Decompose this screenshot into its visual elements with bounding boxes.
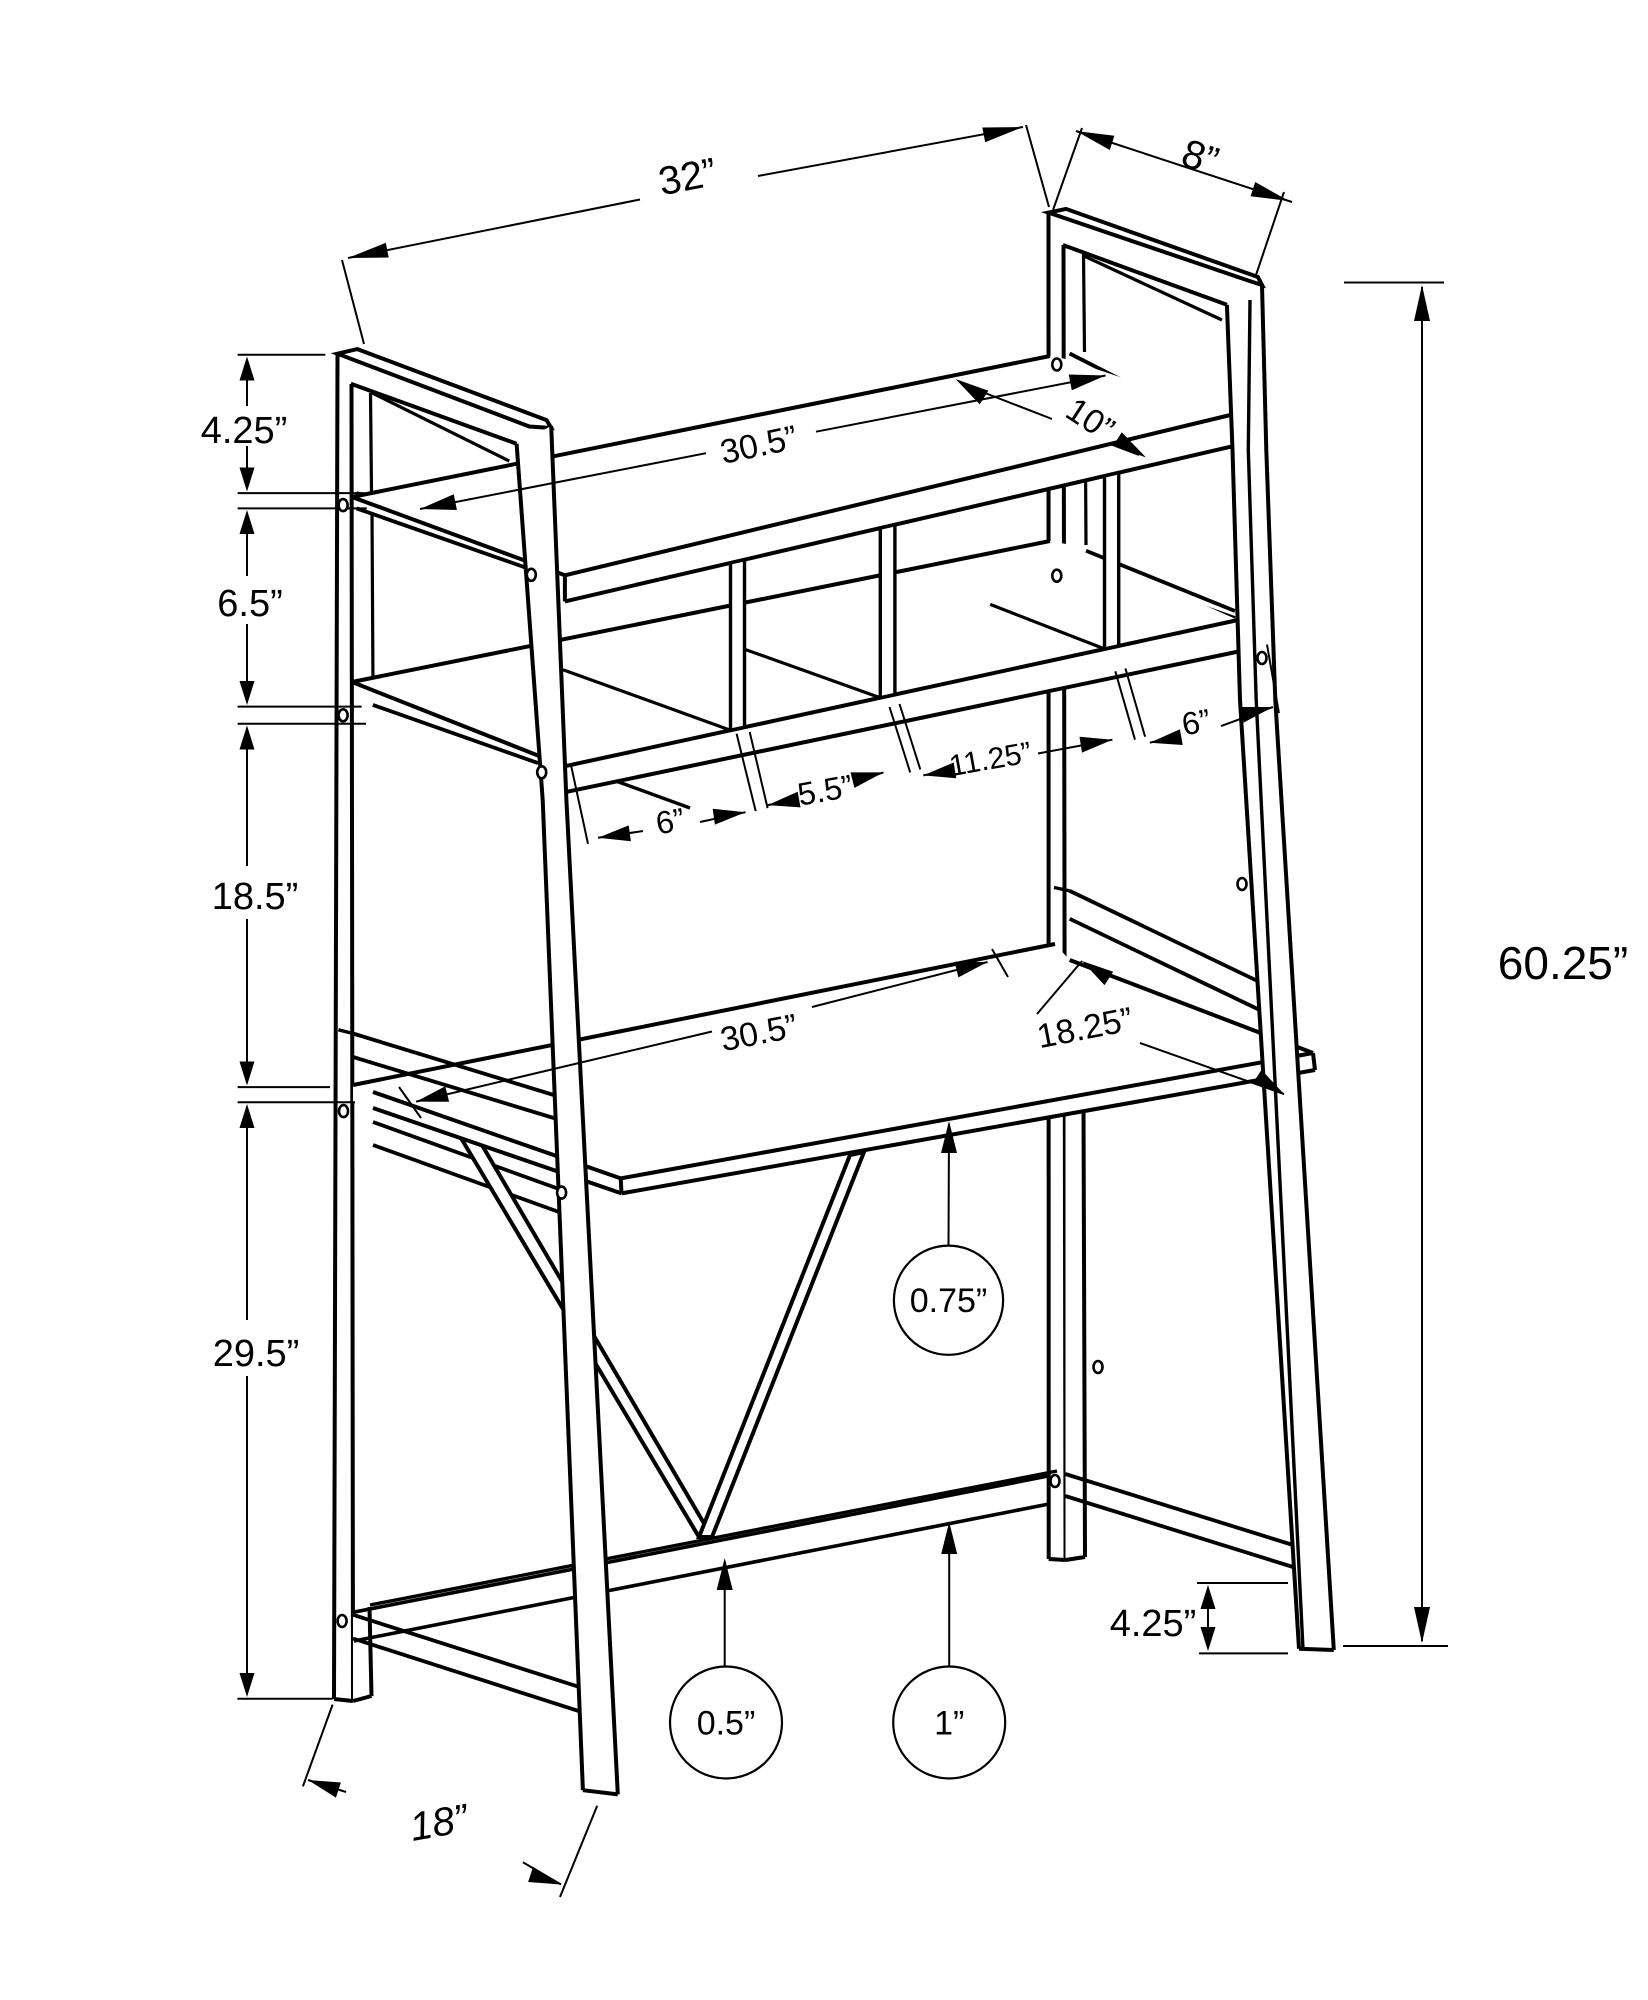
svg-text:18”: 18” [406,1796,472,1850]
svg-text:32”: 32” [655,150,720,204]
svg-text:6”: 6” [653,801,687,841]
svg-text:6.5”: 6.5” [217,583,282,625]
svg-text:4.25”: 4.25” [1110,1603,1197,1645]
svg-text:6”: 6” [1179,702,1213,742]
svg-text:0.75”: 0.75” [910,1282,988,1320]
svg-text:18.5”: 18.5” [212,876,299,918]
svg-text:0.5”: 0.5” [697,1704,756,1742]
svg-text:1”: 1” [934,1704,964,1742]
svg-text:29.5”: 29.5” [213,1333,300,1375]
svg-text:60.25”: 60.25” [1498,937,1628,989]
svg-text:4.25”: 4.25” [201,410,288,452]
